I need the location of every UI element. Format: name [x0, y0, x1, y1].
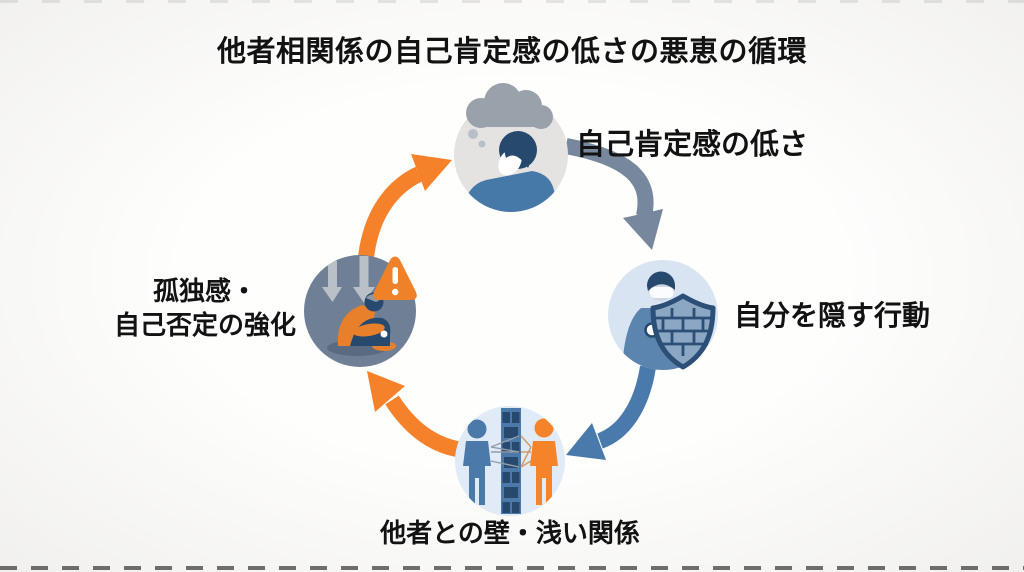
node-low-self-esteem	[454, 83, 568, 212]
arrow-right-to-bottom	[566, 365, 656, 460]
node-walls-shallow-relationships	[455, 406, 565, 516]
label-walls-shallow-relationships: 他者との壁・浅い関係	[380, 518, 640, 548]
label-low-self-esteem: 自己肯定感の低さ	[576, 129, 809, 161]
brick-shield-icon	[650, 293, 716, 370]
page-title: 他者相関係の自己肯定感の低さの悪恵の循環	[216, 36, 807, 68]
node-hiding-behavior	[608, 260, 718, 370]
label-loneliness-line2: 自己否定の強化	[113, 310, 296, 340]
label-loneliness-line1: 孤独感・	[152, 276, 257, 306]
brick-wall-icon	[501, 408, 521, 514]
arrow-left-to-top	[358, 154, 452, 259]
thought-bubble-icon	[468, 129, 478, 139]
thought-bubble-small-icon	[478, 140, 486, 148]
orange-person-icon	[530, 418, 558, 505]
label-loneliness-self-denial: 孤独感・ 自己否定の強化	[95, 274, 315, 342]
arrow-bottom-to-left	[367, 371, 459, 457]
arrow-top-to-right	[564, 138, 663, 250]
dark-cloud-icon	[466, 83, 553, 129]
node-loneliness-self-denial	[304, 255, 417, 367]
warning-triangle-icon	[373, 256, 417, 300]
label-hiding-behavior: 自分を隠す行動	[734, 300, 931, 331]
blue-person-icon	[463, 419, 491, 505]
down-arrow-icon	[322, 256, 375, 303]
connection-lines	[490, 435, 532, 468]
sad-person-icon	[464, 131, 555, 212]
